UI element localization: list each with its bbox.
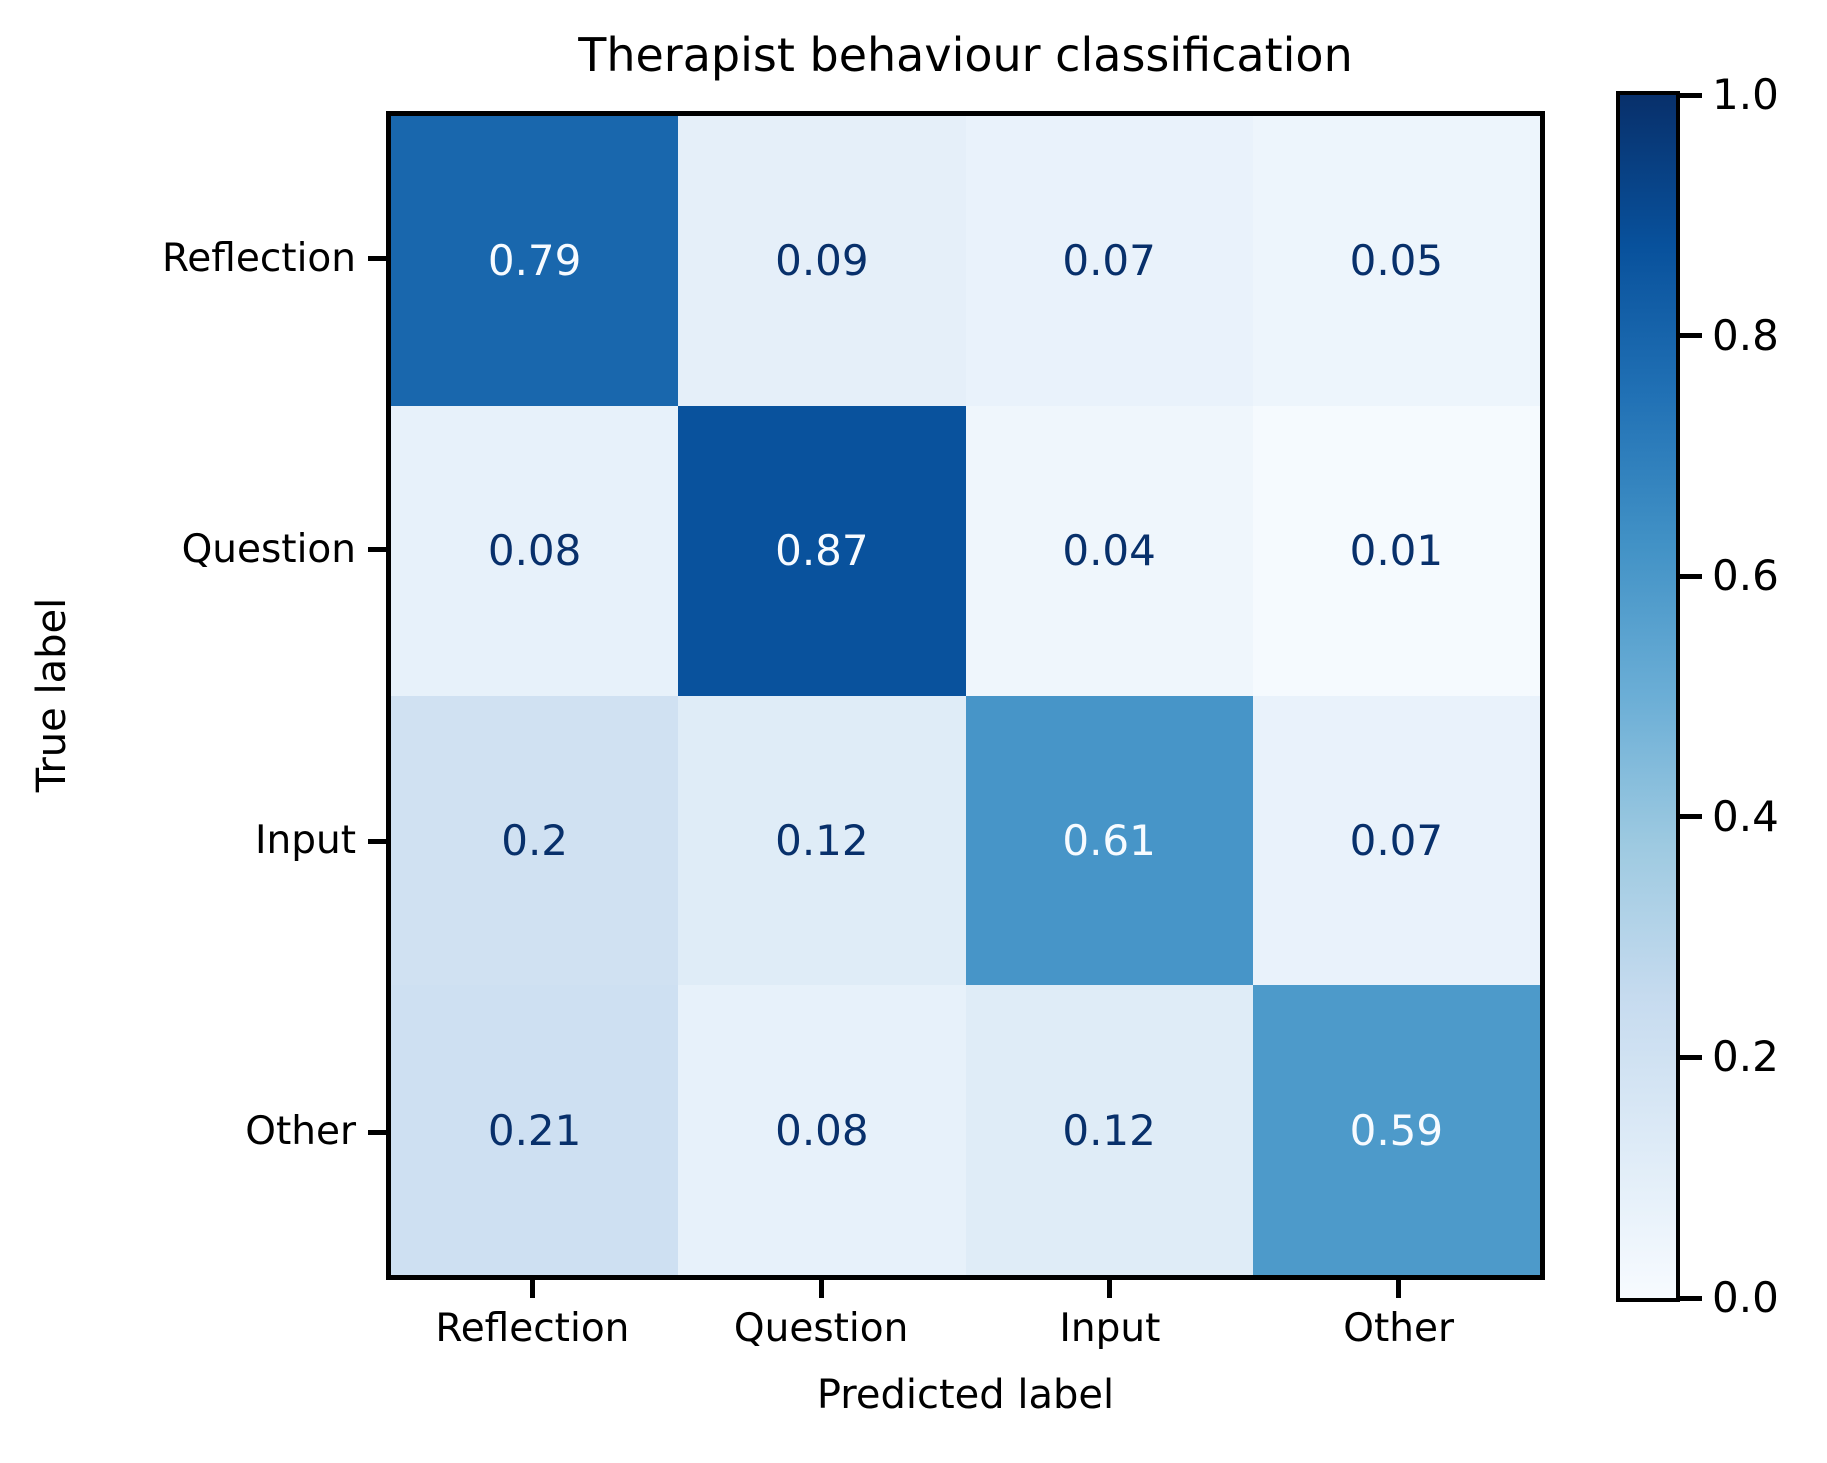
cell-value: 0.59 — [1349, 1105, 1444, 1155]
heatmap-cell: 0.87 — [678, 405, 966, 696]
cell-value: 0.08 — [775, 1105, 869, 1155]
heatmap-cell: 0.09 — [678, 116, 966, 406]
heatmap-cell: 0.21 — [391, 985, 679, 1275]
colorbar-tick-label: 1.0 — [1712, 70, 1779, 119]
heatmap-cell: 0.12 — [678, 695, 966, 986]
colorbar-tick-mark — [1680, 92, 1702, 98]
colorbar-tick-mark — [1680, 1054, 1702, 1060]
y-tick-mark — [368, 1129, 388, 1135]
cell-value: 0.07 — [1062, 236, 1156, 286]
heatmap-cell: 0.07 — [965, 116, 1253, 406]
heatmap-cell: 0.08 — [678, 985, 966, 1275]
heatmap-cell: 0.12 — [965, 985, 1253, 1275]
colorbar-tick-mark — [1680, 573, 1702, 579]
heatmap-cell: 0.01 — [1252, 405, 1540, 696]
cell-value: 0.07 — [1349, 815, 1444, 865]
heatmap-cell: 0.04 — [965, 405, 1253, 696]
y-tick-mark — [368, 256, 388, 262]
cell-value: 0.04 — [1062, 526, 1156, 576]
x-tick-label: Input — [1059, 1306, 1161, 1351]
x-tick-mark — [529, 1278, 535, 1298]
heatmap-cell: 0.2 — [391, 695, 679, 986]
heatmap-cell: 0.07 — [1252, 695, 1540, 986]
x-axis-title: Predicted label — [816, 1372, 1115, 1418]
colorbar-tick-label: 0.8 — [1712, 310, 1779, 360]
colorbar-tick-mark — [1680, 1295, 1702, 1301]
heatmap-cell: 0.05 — [1252, 116, 1540, 406]
x-tick-label: Reflection — [435, 1306, 630, 1351]
x-tick-label: Other — [1343, 1306, 1454, 1351]
chart-title: Therapist behaviour classification — [578, 28, 1353, 82]
x-tick-label: Question — [733, 1306, 909, 1351]
colorbar-tick-mark — [1680, 333, 1702, 339]
cell-value: 0.2 — [501, 815, 569, 865]
colorbar-tick-mark — [1680, 814, 1702, 820]
heatmap-cell: 0.08 — [391, 405, 679, 696]
cell-value: 0.79 — [487, 236, 582, 286]
y-tick-mark — [368, 547, 388, 553]
y-axis-title: True label — [29, 597, 75, 793]
colorbar-tick-label: 0.0 — [1712, 1273, 1779, 1322]
y-tick-label: Other — [245, 1109, 356, 1155]
heatmap-cell: 0.61 — [965, 695, 1253, 986]
y-tick-label: Input — [255, 818, 356, 864]
colorbar-gradient — [1620, 95, 1676, 1298]
cell-value: 0.09 — [775, 236, 869, 286]
cell-value: 0.08 — [487, 526, 582, 576]
heatmap-grid: 0.79 0.09 0.07 0.05 0.08 0.87 0.04 0.01 0.2 0.12 0… — [386, 111, 1545, 1280]
y-tick-mark — [368, 838, 388, 844]
cell-value: 0.87 — [775, 526, 869, 576]
cell-value: 0.05 — [1349, 236, 1444, 286]
cell-value: 0.12 — [775, 815, 869, 865]
colorbar-tick-label: 0.4 — [1712, 791, 1779, 841]
colorbar-tick-label: 0.6 — [1712, 551, 1779, 601]
cell-value: 0.01 — [1349, 526, 1444, 576]
x-tick-mark — [1107, 1278, 1113, 1298]
cell-value: 0.12 — [1062, 1105, 1156, 1155]
colorbar-tick-label: 0.2 — [1712, 1032, 1779, 1082]
heatmap-cell: 0.79 — [391, 116, 679, 406]
colorbar — [1616, 91, 1680, 1302]
cell-value: 0.21 — [487, 1105, 582, 1155]
y-tick-label: Reflection — [161, 235, 356, 281]
heatmap-cell: 0.59 — [1252, 985, 1540, 1275]
x-tick-mark — [818, 1278, 824, 1298]
cell-value: 0.61 — [1062, 815, 1156, 865]
y-tick-label: Question — [181, 526, 356, 572]
x-tick-mark — [1396, 1278, 1402, 1298]
